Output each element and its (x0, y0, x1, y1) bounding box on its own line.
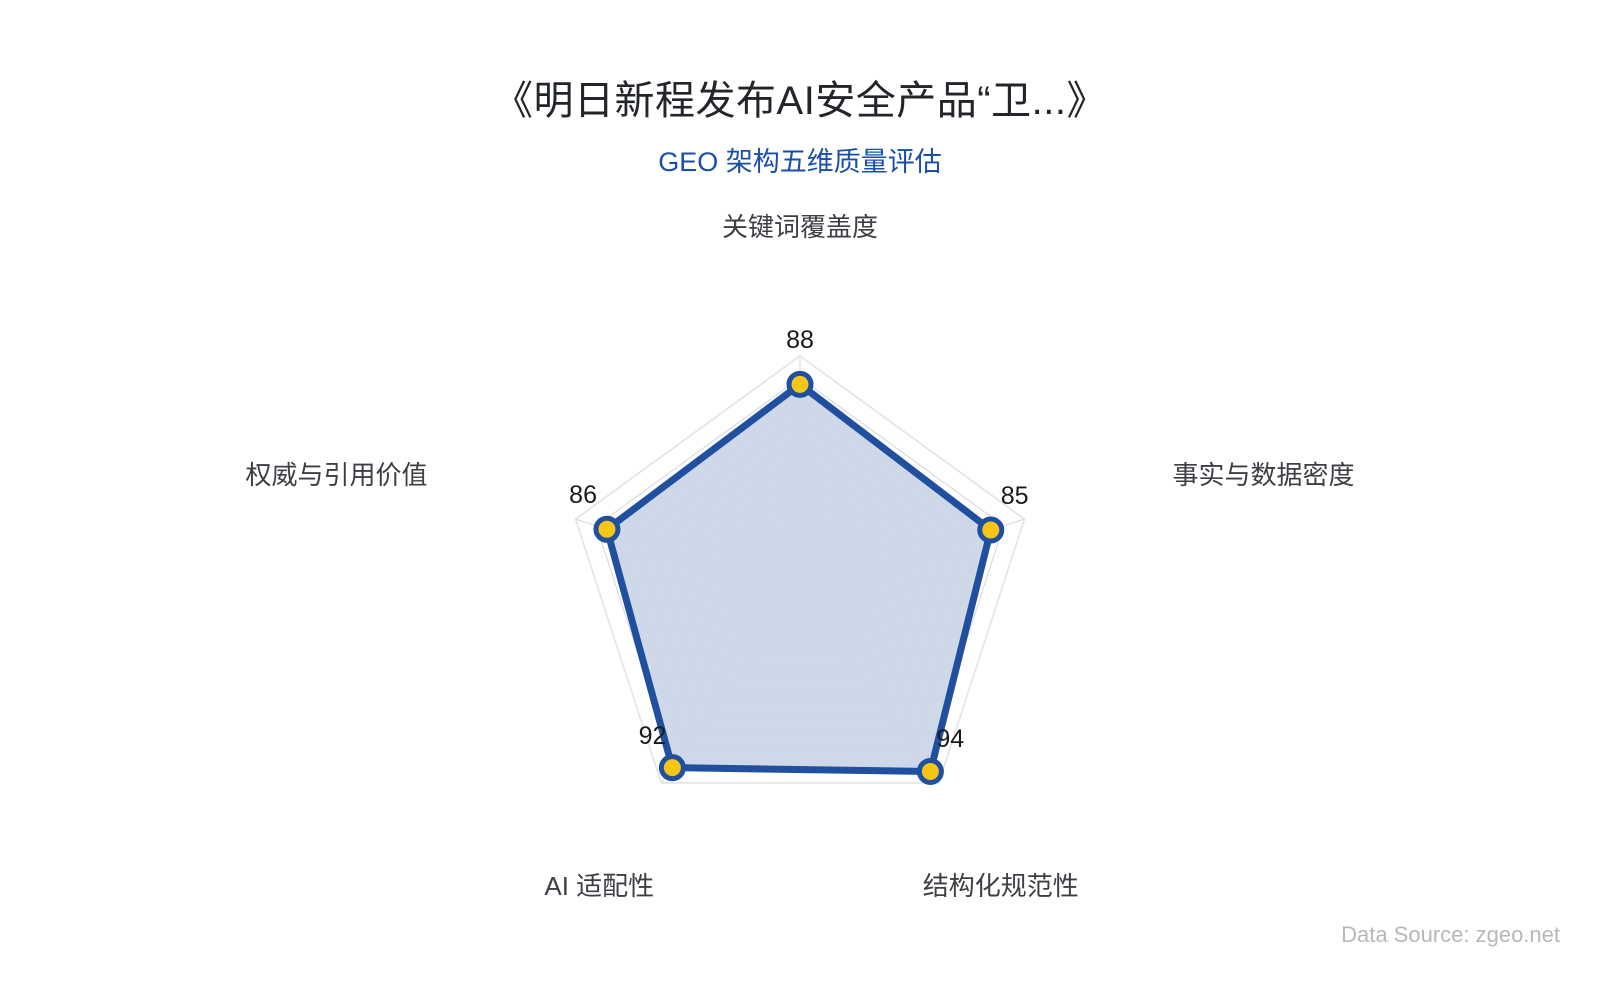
axis-label-structural-standardization: 结构化规范性 (922, 870, 1079, 901)
data-source-footer: Data Source: zgeo.net (1341, 922, 1560, 947)
data-point-marker (658, 754, 686, 782)
data-value-ai-adaptability: 92 (638, 721, 667, 750)
data-point-marker (786, 370, 814, 398)
data-point-marker (977, 516, 1005, 544)
radar-series-markers (593, 370, 1005, 785)
data-value-structural-standardization: 94 (936, 725, 965, 754)
axis-label-keyword-coverage: 关键词覆盖度 (721, 212, 879, 242)
radar-series-line (603, 380, 995, 775)
page-title: 《明日新程发布AI安全产品“卫...》 (493, 79, 1107, 123)
radar-outer-boundary (574, 355, 1026, 784)
data-value-fact-data-density: 85 (1000, 482, 1029, 510)
data-point-marker (593, 515, 621, 543)
data-value-keyword-coverage: 88 (786, 326, 814, 355)
axis-label-authority-citation-value: 权威与引用价值 (245, 460, 428, 491)
axis-label-ai-adaptability: AI 适配性 (544, 870, 655, 901)
axis-label-fact-data-density: 事实与数据密度 (1172, 460, 1355, 491)
data-value-authority-citation-value: 86 (569, 481, 597, 510)
radar-series-area (606, 384, 991, 772)
data-point-marker (916, 757, 944, 785)
page-subtitle: GEO 架构五维质量评估 (658, 147, 942, 177)
